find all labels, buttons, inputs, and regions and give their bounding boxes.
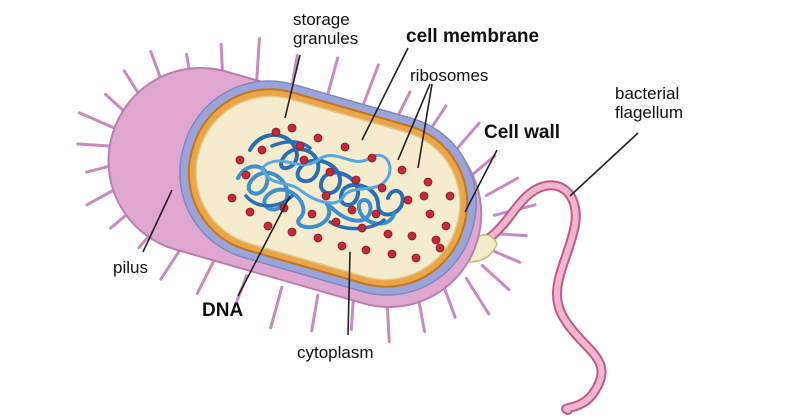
pilus-strand xyxy=(79,113,118,130)
ribosome-dot xyxy=(272,128,280,136)
pilus-strand xyxy=(445,289,455,317)
ribosome-dot xyxy=(338,242,346,250)
ribosome-dot xyxy=(308,210,316,218)
leader-flagellum xyxy=(570,133,638,196)
pilus-strand xyxy=(472,156,495,175)
pilus-strand xyxy=(271,287,282,328)
ribosome-dot xyxy=(442,222,450,230)
ribosome-dot xyxy=(258,146,266,154)
label-dna: DNA xyxy=(202,300,243,321)
ribosome-dot xyxy=(246,208,254,216)
ribosome-dot xyxy=(236,156,244,164)
ribosome-dot xyxy=(432,236,440,244)
pilus-strand xyxy=(257,39,260,81)
ribosome-dot xyxy=(322,192,330,200)
ribosome-dot xyxy=(228,194,236,202)
ribosome-dot xyxy=(446,192,454,200)
ribosome-dot xyxy=(408,232,416,240)
pilus-strand xyxy=(328,58,338,93)
ribosome-dot xyxy=(372,210,380,218)
ribosome-dot xyxy=(352,176,360,184)
ribosome-dot xyxy=(300,156,308,164)
ribosome-dot xyxy=(296,142,304,150)
pilus-strand xyxy=(486,178,517,195)
label-bacterial-flagellum: bacterial flagellum xyxy=(615,84,683,122)
ribosome-dot xyxy=(348,206,356,214)
ribosome-dot xyxy=(332,218,340,226)
label-cell-wall: Cell wall xyxy=(484,122,560,143)
ribosome-dot xyxy=(420,192,428,200)
label-cell-membrane: cell membrane xyxy=(406,26,539,47)
label-storage-granules: storage granules xyxy=(293,10,358,48)
label-cytoplasm: cytoplasm xyxy=(297,343,374,362)
label-pilus: pilus xyxy=(113,258,148,277)
ribosome-dot xyxy=(398,166,406,174)
ribosome-dot xyxy=(314,134,322,142)
ribosome-dot xyxy=(326,168,334,176)
ribosome-dot xyxy=(288,124,296,132)
ribosome-dot xyxy=(378,184,386,192)
ribosome-dot xyxy=(288,228,296,236)
ribosome-dot xyxy=(314,234,322,242)
label-ribosomes: ribosomes xyxy=(410,66,488,85)
ribosome-dot xyxy=(404,196,412,204)
ribosome-dot xyxy=(412,254,420,262)
pilus-strand xyxy=(466,279,488,315)
pilus-strand xyxy=(197,261,213,293)
ribosome-dot xyxy=(384,230,392,238)
ribosome-dot xyxy=(424,178,432,186)
ribosome-dot xyxy=(388,250,396,258)
pilus-strand xyxy=(492,250,520,262)
pilus-strand xyxy=(482,266,509,290)
ribosome-dot xyxy=(242,171,250,179)
pilus-strand xyxy=(351,300,353,330)
pilus-strand xyxy=(363,65,378,104)
ribosome-dot xyxy=(264,222,272,230)
pilus-strand xyxy=(78,144,114,146)
ribosome-dot xyxy=(358,224,366,232)
ribosome-dot xyxy=(341,143,349,151)
ribosome-dot xyxy=(436,244,444,252)
ribosome-dot xyxy=(426,210,434,218)
ribosome-dot xyxy=(368,154,376,162)
ribosome-dot xyxy=(362,246,370,254)
pilus-strand xyxy=(312,295,318,331)
